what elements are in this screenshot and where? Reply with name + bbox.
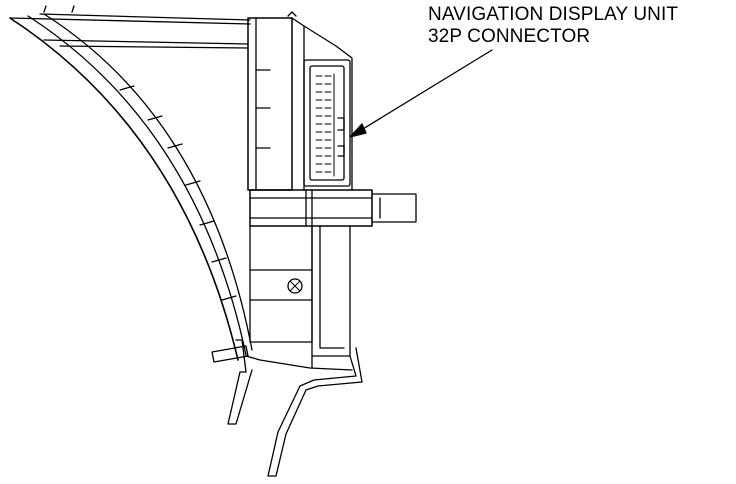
dashboard-bezel [10, 6, 252, 360]
lower-chassis [250, 226, 350, 356]
unit-housing [248, 12, 352, 190]
connector-callout-label: NAVIGATION DISPLAY UNIT 32P CONNECTOR [428, 4, 678, 48]
screw-icon [288, 279, 302, 293]
32p-connector [304, 60, 350, 186]
callout-line-2: 32P CONNECTOR [428, 26, 591, 47]
callout-leader-arrow [350, 50, 492, 137]
mounting-bracket [250, 190, 416, 226]
bottom-bracket [212, 340, 362, 476]
callout-line-1: NAVIGATION DISPLAY UNIT [428, 4, 679, 25]
